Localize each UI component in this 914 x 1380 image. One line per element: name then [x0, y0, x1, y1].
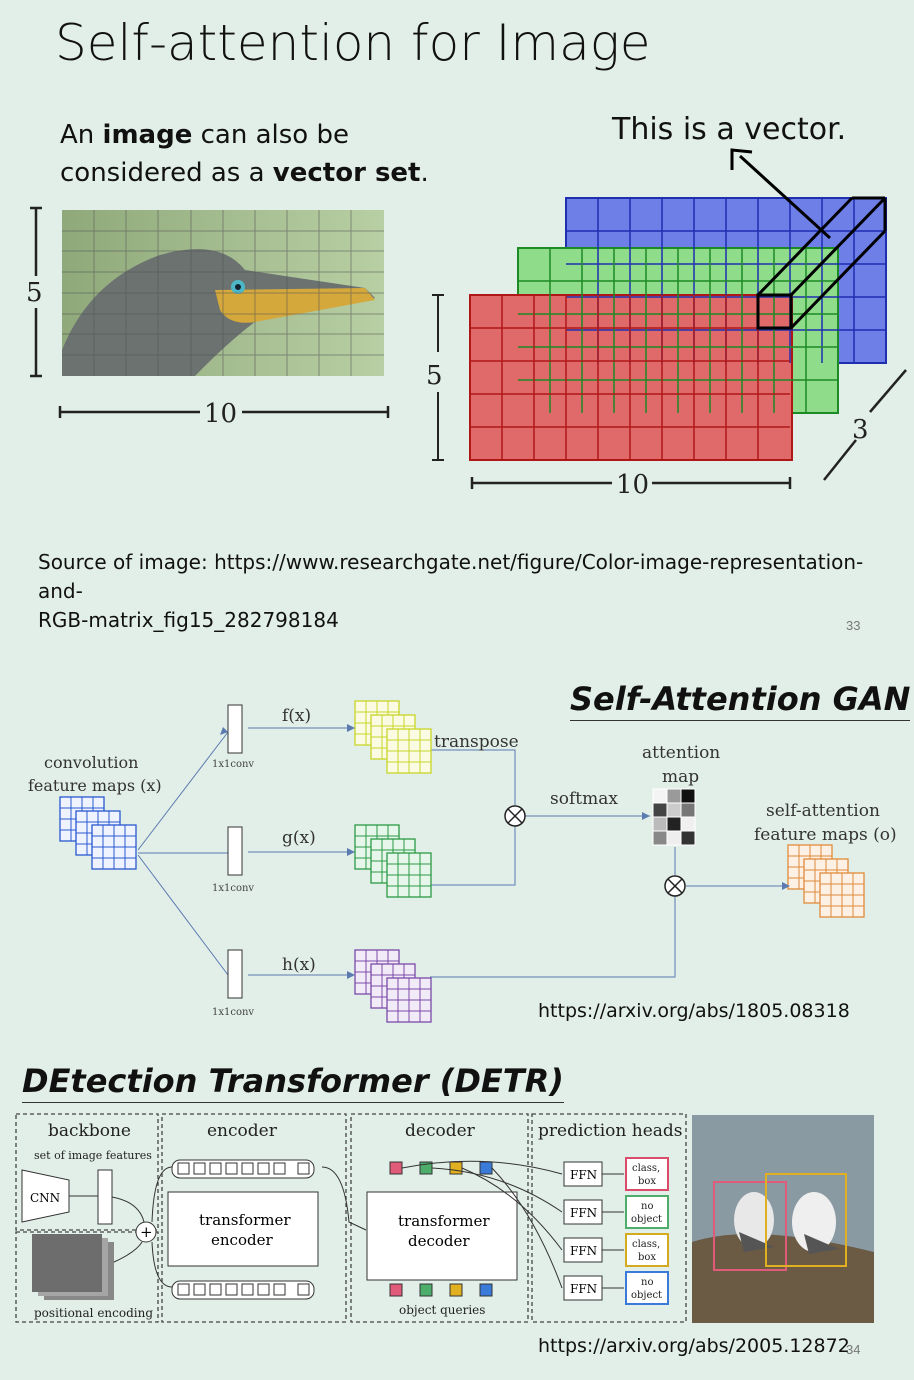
detr-heading: DEtection Transformer (DETR)	[22, 1062, 564, 1103]
svg-text:no: no	[641, 1201, 653, 1212]
page-number-2: 34	[846, 1342, 861, 1357]
multiply-node-2	[664, 875, 686, 897]
svg-text:transformer: transformer	[398, 1212, 490, 1230]
ffn-4: FFN	[563, 1275, 603, 1301]
sagan-url[interactable]: https://arxiv.org/abs/1805.08318	[538, 1000, 850, 1022]
g-feature-maps	[354, 824, 432, 898]
slide-title: Self-attention for Image	[55, 14, 651, 72]
svg-text:object: object	[631, 1214, 662, 1225]
svg-text:FFN: FFN	[570, 1168, 597, 1182]
cnn-block: CNN	[21, 1169, 113, 1225]
decoder-output-tokens	[389, 1161, 493, 1175]
backbone-label: backbone	[48, 1121, 131, 1141]
svg-text:CNN: CNN	[30, 1191, 60, 1205]
tensor-height-label: 5	[426, 361, 443, 391]
svg-text:+: +	[140, 1223, 153, 1241]
multiply-node-1	[504, 805, 526, 827]
gx-label: g(x)	[282, 828, 316, 848]
image-source: Source of image: https://www.researchgat…	[38, 550, 864, 632]
vector-arrow	[730, 148, 832, 240]
conv-box-h	[227, 949, 243, 999]
decoder-label: decoder	[405, 1121, 476, 1141]
input-label-2: feature maps (x)	[28, 776, 162, 795]
svg-text:transformer: transformer	[199, 1211, 291, 1229]
detr-url[interactable]: https://arxiv.org/abs/2005.12872	[538, 1335, 850, 1357]
conv-box-g	[227, 826, 243, 876]
output-label-1: self-attention	[766, 801, 880, 821]
intro-text: An image can also be considered as a vec…	[60, 120, 429, 188]
prediction-heads-panel	[531, 1113, 687, 1323]
sagan-diagram: convolution feature maps (x) 1x1conv 1x1…	[28, 700, 897, 1023]
detr-diagram: backbone set of image features encoder d…	[15, 1113, 874, 1323]
vector-note: This is a vector.	[612, 112, 847, 147]
prediction-heads-label: prediction heads	[538, 1121, 683, 1141]
ffn-1: FFN	[563, 1161, 603, 1187]
svg-text:decoder: decoder	[408, 1232, 470, 1250]
hx-label: h(x)	[282, 955, 316, 975]
photo-height-label: 5	[26, 278, 43, 308]
image-features-label: set of image features	[34, 1149, 152, 1162]
transformer-decoder-box: transformer decoder	[366, 1191, 518, 1281]
photo-width-label: 10	[204, 399, 237, 429]
fx-label: f(x)	[282, 706, 311, 726]
output-class-box-2: class, box	[625, 1233, 669, 1267]
output-no-object-2: no object	[625, 1271, 669, 1305]
gull-photo	[692, 1115, 874, 1323]
h-feature-maps	[354, 949, 432, 1023]
object-query-tokens	[389, 1283, 493, 1297]
ffn-2: FFN	[563, 1199, 603, 1225]
transpose-label: transpose	[434, 732, 519, 752]
decoder-panel	[350, 1113, 529, 1323]
svg-text:class,: class,	[632, 1239, 660, 1250]
positional-encoding-image	[32, 1234, 114, 1300]
svg-text:no: no	[641, 1277, 653, 1288]
ffn-3: FFN	[563, 1237, 603, 1263]
svg-text:FFN: FFN	[570, 1244, 597, 1258]
conv-label-g: 1x1conv	[212, 883, 254, 894]
attention-map	[652, 788, 696, 846]
tensor-width-label: 10	[616, 470, 649, 500]
output-no-object-1: no object	[625, 1195, 669, 1229]
plus-node: +	[135, 1221, 157, 1243]
svg-text:box: box	[638, 1252, 656, 1263]
conv-label-h: 1x1conv	[212, 1007, 254, 1018]
output-class-box-1: class, box	[625, 1157, 669, 1191]
transformer-encoder-box: transformer encoder	[167, 1191, 319, 1267]
svg-text:class,: class,	[632, 1163, 660, 1174]
tensor-depth-label: 3	[852, 415, 869, 445]
vector-highlight	[756, 196, 887, 330]
object-queries-label: object queries	[399, 1303, 485, 1317]
attention-label-1: attention	[642, 743, 720, 763]
input-label-1: convolution	[44, 753, 138, 772]
backbone-panel	[15, 1113, 159, 1231]
f-feature-maps	[354, 700, 432, 774]
red-channel	[469, 294, 793, 461]
sagan-heading: Self-Attention GAN	[570, 680, 911, 721]
svg-text:encoder: encoder	[211, 1231, 273, 1249]
conv-label-f: 1x1conv	[212, 759, 254, 770]
bird-grid-figure: 5 10	[26, 206, 390, 429]
svg-text:box: box	[638, 1176, 656, 1187]
output-feature-maps	[787, 844, 865, 918]
input-feature-maps	[59, 796, 137, 870]
encoder-panel	[161, 1113, 347, 1323]
encoder-label: encoder	[207, 1121, 278, 1141]
output-label-2: feature maps (o)	[754, 825, 897, 845]
positional-encoding-label: positional encoding	[34, 1306, 153, 1320]
rgb-tensor-figure: 5 10 3	[426, 148, 907, 500]
svg-text:object: object	[631, 1290, 662, 1301]
page-number: 33	[846, 618, 861, 633]
attention-label-2: map	[662, 767, 699, 787]
svg-text:FFN: FFN	[570, 1206, 597, 1220]
conv-box-f	[227, 704, 243, 754]
svg-text:FFN: FFN	[570, 1282, 597, 1296]
softmax-label: softmax	[550, 789, 618, 809]
